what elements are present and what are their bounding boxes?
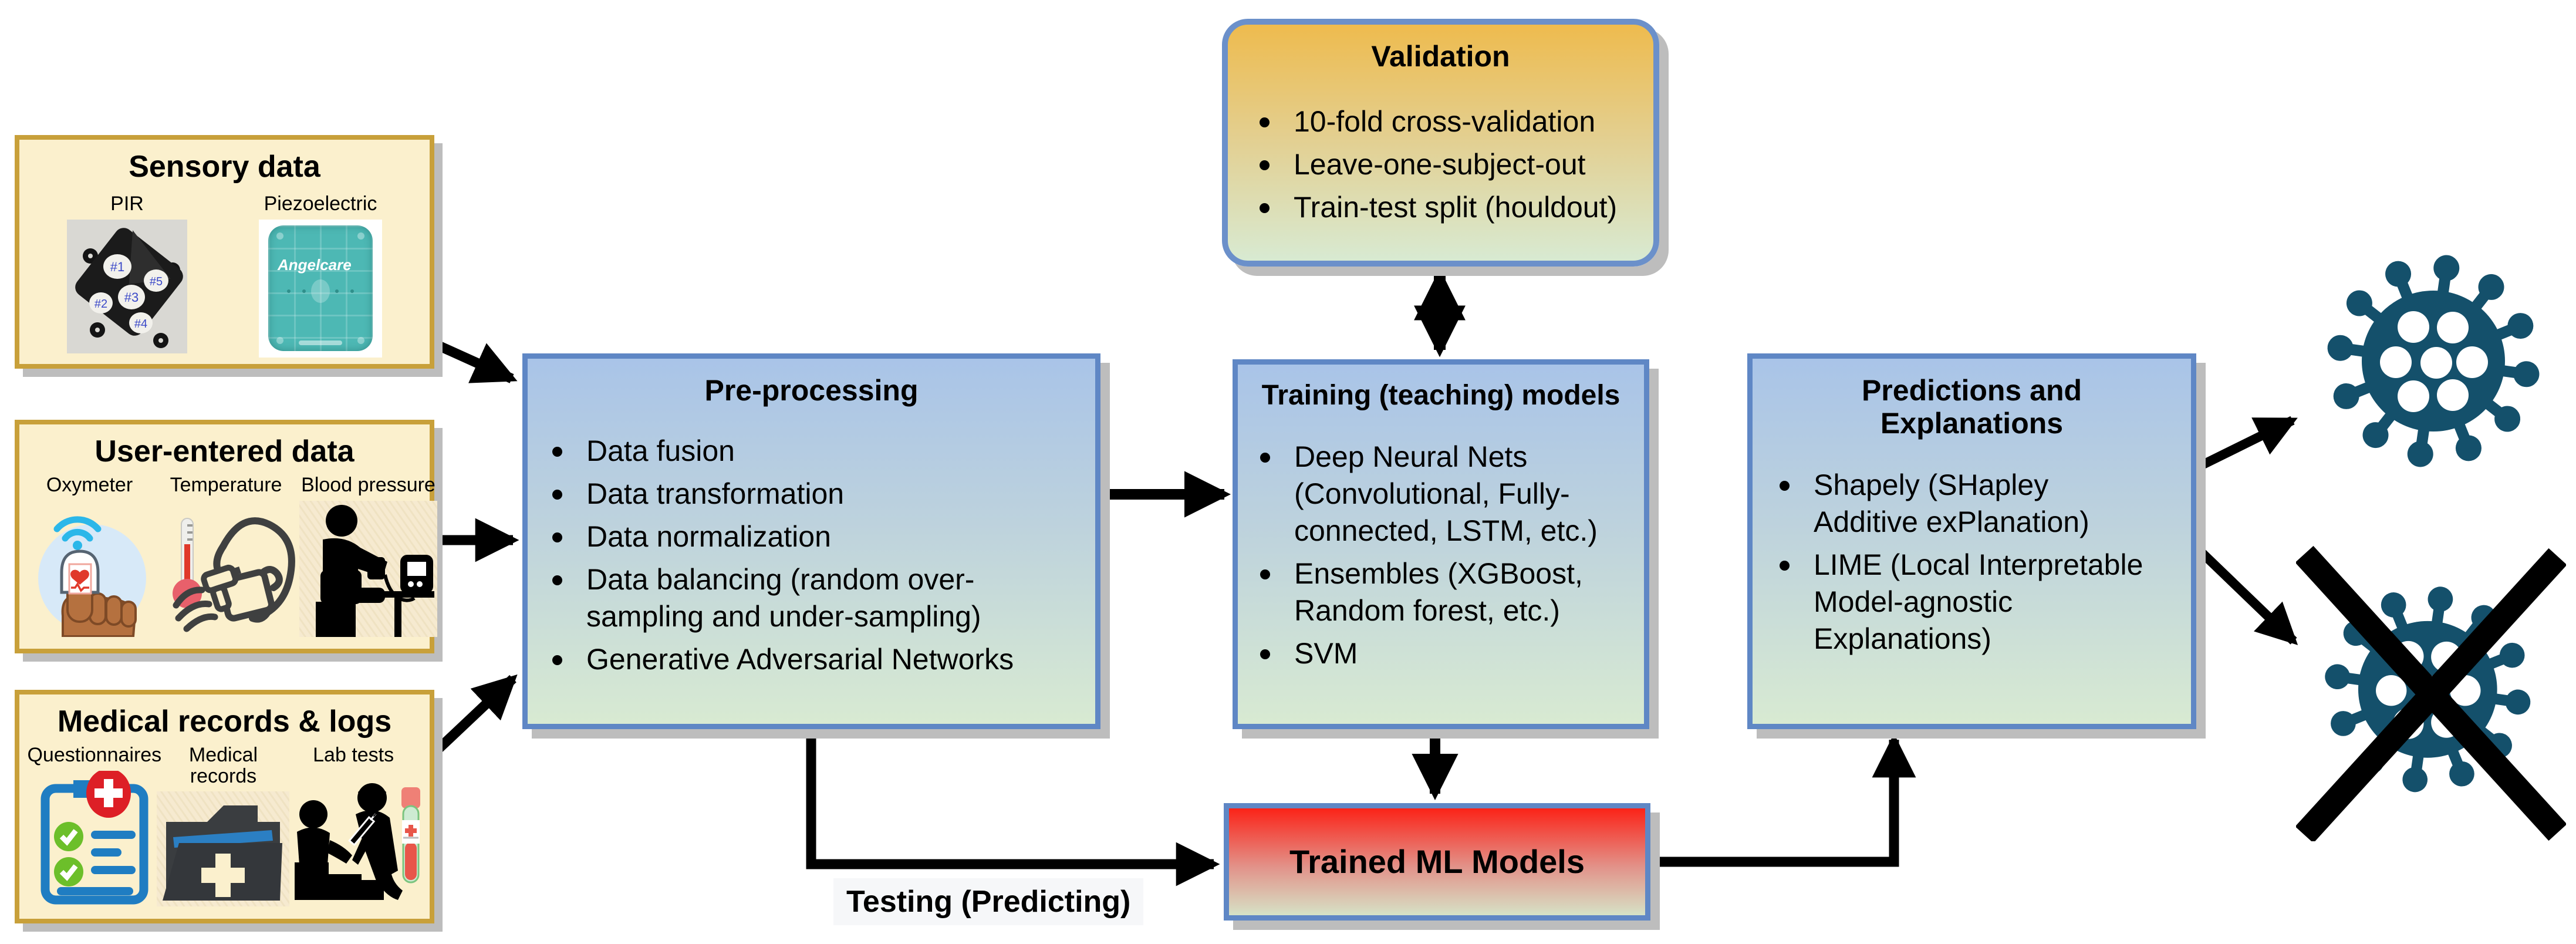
pir-label: PIR (110, 193, 144, 215)
preprocessing-title: Pre-processing (704, 374, 919, 407)
arrow-predictions-to-virus (2197, 416, 2298, 471)
validation-title: Validation (1371, 40, 1510, 73)
svg-text:#3: #3 (124, 290, 139, 305)
temperature-label: Temperature (170, 474, 282, 496)
arrow-medical-to-preprocessing (426, 674, 518, 761)
list-item: Deep Neural Nets (Convolutional, Fully-c… (1260, 439, 1636, 549)
list-item: Data transformation (552, 476, 1075, 513)
coronavirus-icon (2327, 255, 2540, 467)
training-title: Training (teaching) models (1261, 380, 1620, 411)
cross-out-x (2296, 545, 2566, 841)
list-item: LIME (Local Interpretable Model-agnostic… (1780, 547, 2156, 658)
svg-text:#5: #5 (150, 275, 163, 288)
user-entered-data-box: User-entered data Oxymeter (15, 420, 437, 653)
svg-text:#4: #4 (134, 318, 147, 331)
testing-predicting-label: Testing (Predicting) (833, 878, 1144, 925)
piezoelectric-label: Piezoelectric (264, 193, 377, 215)
blood-draw-test-tube-icon (283, 771, 424, 905)
list-item: Train-test split (houldout) (1260, 189, 1647, 226)
coronavirus-crossed-out-icon (2296, 545, 2566, 841)
validation-list: 10-fold cross-validation Leave-one-subje… (1228, 103, 1653, 226)
preprocessing-list: Data fusion Data transformation Data nor… (528, 433, 1095, 678)
medical-folder-icon (157, 791, 290, 907)
list-item: Data normalization (552, 518, 1075, 555)
user-entered-data-title: User-entered data (94, 434, 355, 468)
questionnaires-label: Questionnaires (27, 744, 162, 766)
medical-records-title: Medical records & logs (57, 704, 392, 739)
blood-pressure-measurement-icon (299, 500, 437, 637)
list-item: Generative Adversarial Networks (552, 641, 1075, 678)
oxymeter-label: Oxymeter (46, 474, 133, 496)
list-item: 10-fold cross-validation (1260, 103, 1647, 140)
lab-tests-label: Lab tests (313, 744, 394, 766)
predictions-box: Predictions and Explanations Shapely (SH… (1747, 353, 2196, 729)
predictions-title: Predictions and Explanations (1861, 374, 2082, 440)
svg-text:#1: #1 (110, 259, 124, 274)
list-item: Data balancing (random over-sampling and… (552, 561, 1075, 635)
trained-ml-models-title: Trained ML Models (1289, 842, 1585, 880)
predictions-list: Shapely (SHapley Additive exPlanation) L… (1753, 467, 2191, 658)
pulse-oximeter-finger-icon (26, 501, 153, 637)
list-item: SVM (1260, 635, 1636, 672)
training-list: Deep Neural Nets (Convolutional, Fully-c… (1238, 439, 1644, 672)
medical-records-box: Medical records & logs Questionnaires (15, 690, 434, 923)
piezoelectric-pad-icon: Angelcare (259, 219, 382, 358)
svg-text:#2: #2 (94, 298, 107, 311)
trained-ml-models-box: Trained ML Models (1224, 803, 1650, 921)
sensory-data-box: Sensory data PIR (15, 135, 434, 369)
sensory-data-title: Sensory data (129, 150, 320, 184)
arrow-predictions-to-novirus (2196, 547, 2298, 645)
arrow-trained-to-predictions-elbow (1650, 733, 1916, 867)
list-item: Shapely (SHapley Additive exPlanation) (1780, 467, 2156, 541)
arrow-testing-elbow (806, 728, 1220, 886)
medical-checklist-clipboard-icon (36, 770, 153, 905)
medical-records-label: Medical records (188, 744, 258, 787)
list-item: Data fusion (552, 433, 1075, 470)
forehead-thermometer-icon (153, 501, 299, 637)
list-item: Ensembles (XGBoost, Random forest, etc.) (1260, 555, 1636, 629)
pir-sensor-array-icon: #1 #5 #3 #2 #4 (67, 219, 187, 353)
training-models-box: Training (teaching) models Deep Neural N… (1233, 359, 1649, 729)
preprocessing-box: Pre-processing Data fusion Data transfor… (522, 353, 1100, 729)
validation-box: Validation 10-fold cross-validation Leav… (1222, 19, 1659, 267)
blood-pressure-label: Blood pressure (301, 474, 435, 496)
list-item: Leave-one-subject-out (1260, 146, 1647, 183)
arrow-sensory-to-preprocessing (425, 336, 518, 383)
piezo-brand-text: Angelcare (278, 256, 352, 274)
